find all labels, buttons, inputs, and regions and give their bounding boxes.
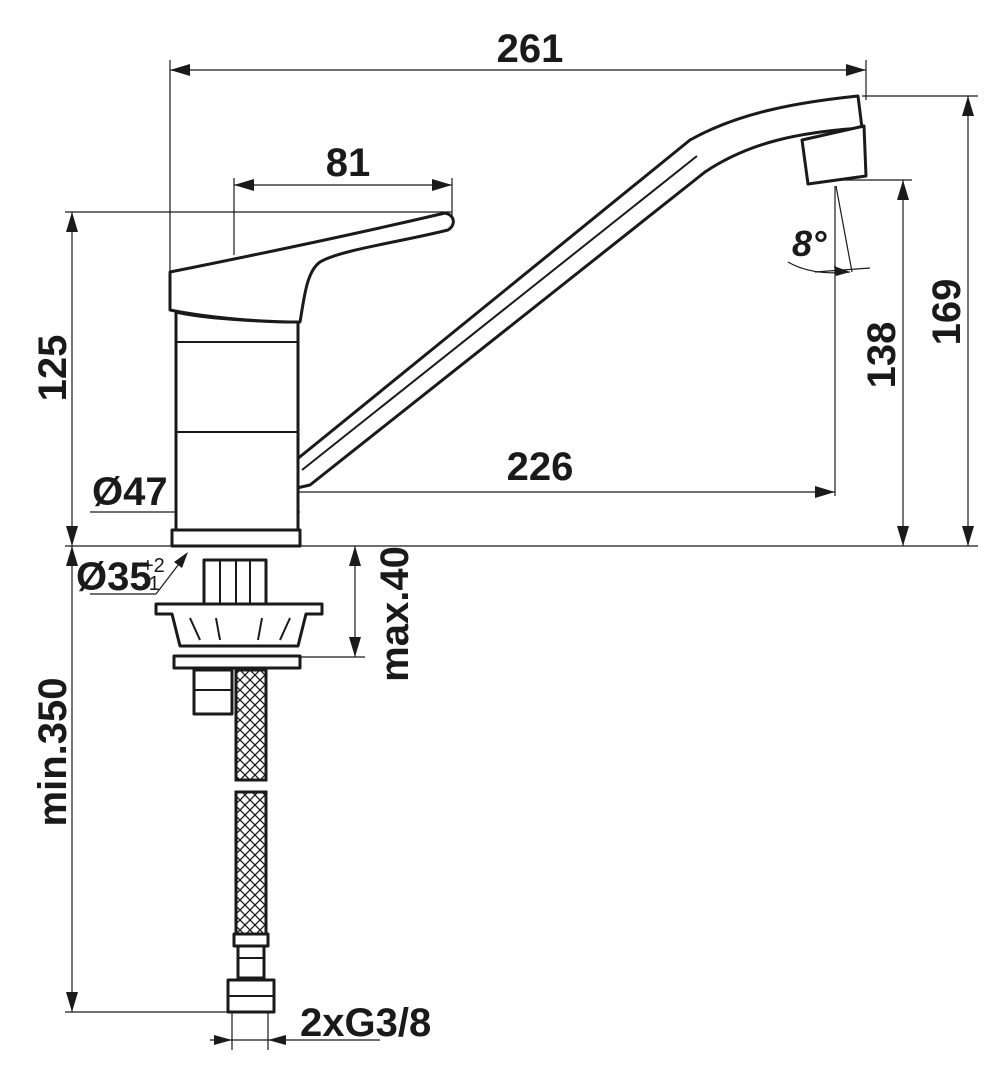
hex-nut (192, 668, 234, 716)
dimension-diameter-35 (90, 552, 188, 595)
mounting-bracket (154, 602, 324, 648)
label-226: 226 (507, 445, 574, 489)
dimension-connection (210, 1035, 380, 1045)
extension-lines (65, 60, 978, 1050)
body-cylinder (174, 310, 300, 532)
dimension-138 (897, 180, 909, 546)
label-max-40: max.40 (373, 546, 417, 682)
dimension-261 (170, 64, 866, 76)
aerator (800, 124, 868, 186)
label-diameter-47: Ø47 (92, 470, 168, 514)
label-min-350: min.350 (31, 678, 75, 827)
label-125: 125 (31, 335, 75, 402)
label-diameter-35: Ø35 (76, 555, 152, 599)
label-169: 169 (925, 279, 969, 346)
flexible-hose (226, 668, 276, 1014)
dimension-169 (962, 96, 974, 546)
dimension-125 (66, 212, 78, 546)
dimension-81 (234, 179, 452, 191)
base-ring (170, 528, 302, 548)
label-261: 261 (497, 27, 564, 71)
spout (286, 94, 864, 492)
mounting-hardware (154, 558, 324, 716)
label-tol-plus: +2 (142, 555, 165, 577)
label-81: 81 (326, 141, 371, 185)
lever-handle (168, 211, 455, 324)
hose-lower (234, 790, 268, 936)
dimension-angle-8 (787, 185, 871, 276)
label-138: 138 (860, 322, 904, 389)
faucet-body (168, 94, 868, 548)
dimension-max-40 (349, 546, 361, 657)
label-angle-8: 8° (792, 223, 827, 264)
dimension-min-350 (66, 546, 78, 1012)
label-tol-minus: -1 (142, 573, 160, 595)
hose-upper (234, 668, 268, 782)
dimension-labels: 261 81 125 226 138 169 Ø47 Ø35 +2 -1 max… (31, 27, 969, 1045)
clamp-plate (172, 654, 302, 670)
label-connection: 2xG3/8 (300, 1001, 431, 1045)
